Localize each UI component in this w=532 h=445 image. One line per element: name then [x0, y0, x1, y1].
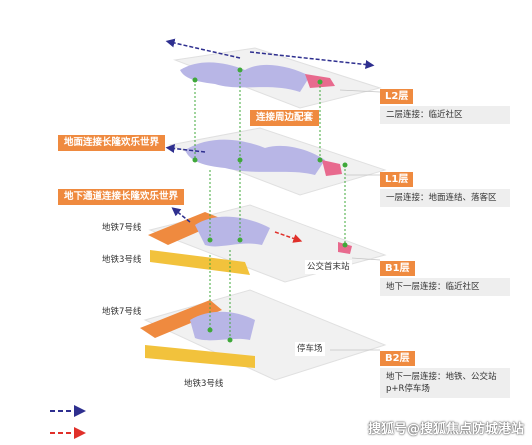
callout-dimian: 地面连接长隆欢乐世界 — [58, 135, 166, 151]
b2-floor-plate — [140, 289, 387, 381]
vertical-connectors — [194, 70, 346, 340]
callout-metro7-lower: 地铁7号线 — [100, 305, 144, 319]
callout-parking: 停车场 — [295, 342, 325, 356]
callout-metro3-lower: 地铁3号线 — [182, 377, 226, 391]
callout-bus-terminal: 公交首末站 — [305, 260, 352, 274]
connector-nodes — [192, 67, 348, 343]
l2-floor-plate — [173, 47, 382, 109]
level-b1-desc: 地下一层连接：临近社区 — [380, 278, 510, 296]
level-b2-desc: 地下一层连接：地铁、公交站 p+R停车场 — [380, 368, 510, 398]
level-l2-desc: 二层连接：临近社区 — [380, 106, 510, 124]
level-b2-name: B2层 — [380, 351, 415, 366]
callout-metro7-upper: 地铁7号线 — [100, 221, 144, 235]
callout-dixia: 地下通道连接长隆欢乐世界 — [58, 189, 185, 205]
level-l2-label: L2层 二层连接：临近社区 — [380, 84, 510, 124]
level-b2-label: B2层 地下一层连接：地铁、公交站 p+R停车场 — [380, 346, 510, 398]
l1-floor-plate — [168, 127, 387, 196]
level-l2-name: L2层 — [380, 89, 414, 104]
legend — [50, 405, 86, 439]
callout-metro3-upper: 地铁3号线 — [100, 253, 144, 267]
l2-leader-line — [339, 89, 381, 93]
watermark: 搜狐号@搜狐焦点防城港站 — [367, 422, 524, 437]
level-l1-name: L1层 — [380, 172, 414, 187]
flow-arrows — [165, 38, 375, 243]
level-b1-name: B1层 — [380, 261, 415, 276]
b1-leader-line — [351, 257, 381, 261]
level-l1-label: L1层 一层连接：地面连结、落客区 — [380, 167, 510, 207]
level-l1-desc: 一层连接：地面连结、落客区 — [380, 189, 510, 207]
callout-lianjie: 连接周边配套 — [250, 110, 320, 126]
level-b1-label: B1层 地下一层连接：临近社区 — [380, 256, 510, 296]
